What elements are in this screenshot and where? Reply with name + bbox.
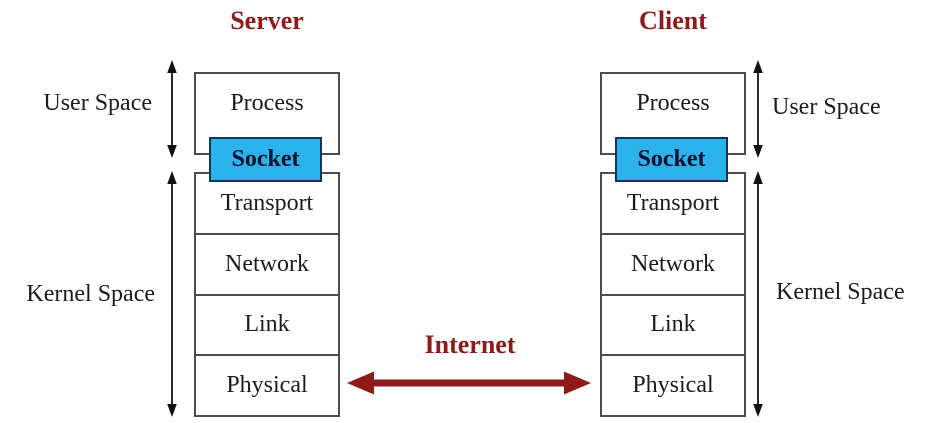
- server-kernel-space-extent-arrow: [167, 171, 177, 417]
- client-user-space-extent-arrow: [753, 60, 763, 158]
- server-link-label: Link: [244, 311, 290, 338]
- client-kernel-space-extent-arrow: [753, 171, 763, 417]
- client-network-layer: Network: [602, 232, 744, 294]
- server-link-layer: Link: [196, 293, 338, 355]
- client-transport-label: Transport: [626, 189, 720, 216]
- server-kernel-stack: Transport Network Link Physical: [194, 172, 340, 417]
- server-network-label: Network: [225, 250, 309, 277]
- internet-arrow: [347, 371, 591, 395]
- server-socket-label: Socket: [231, 146, 300, 172]
- server-transport-label: Transport: [220, 189, 314, 216]
- server-user-space-label: User Space: [43, 90, 152, 116]
- client-physical-layer: Physical: [602, 354, 744, 415]
- server-socket-box: Socket: [209, 137, 322, 182]
- client-user-space-label: User Space: [772, 94, 881, 120]
- server-title: Server: [230, 6, 304, 35]
- client-link-label: Link: [650, 311, 696, 338]
- server-user-space-extent-arrow: [167, 60, 177, 158]
- client-kernel-stack: Transport Network Link Physical: [600, 172, 746, 417]
- server-kernel-space-label: Kernel Space: [26, 281, 155, 307]
- client-transport-layer: Transport: [602, 174, 744, 233]
- client-physical-label: Physical: [632, 372, 714, 399]
- server-physical-layer: Physical: [196, 354, 338, 415]
- client-kernel-space-label: Kernel Space: [776, 279, 905, 305]
- server-transport-layer: Transport: [196, 174, 338, 233]
- internet-label: Internet: [424, 330, 516, 359]
- client-link-layer: Link: [602, 293, 744, 355]
- client-title: Client: [639, 6, 707, 35]
- client-network-label: Network: [631, 250, 715, 277]
- server-physical-label: Physical: [226, 372, 308, 399]
- client-socket-box: Socket: [615, 137, 728, 182]
- client-process-label: Process: [636, 90, 710, 116]
- client-socket-label: Socket: [637, 146, 706, 172]
- server-process-label: Process: [230, 90, 304, 116]
- server-network-layer: Network: [196, 232, 338, 294]
